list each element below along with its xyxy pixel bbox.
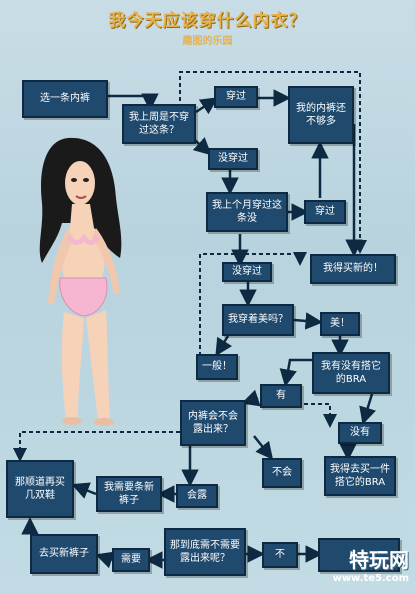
woman-illustration — [39, 137, 122, 426]
page-title: 我今天应该穿什么内衣？ — [108, 11, 307, 31]
node-no: 没有 — [338, 422, 382, 444]
node-beautiful: 美！ — [320, 312, 360, 336]
node-buy-pants: 去买新裤子 — [30, 534, 98, 574]
node-will-not: 不会 — [262, 458, 302, 488]
watermark-url: www.te5.com — [332, 573, 409, 584]
node-buy-shoes: 那顺道再买几双鞋 — [6, 460, 74, 518]
node-no2: 不 — [262, 542, 298, 568]
node-show-panties: 内裤会不会露出来？ — [180, 400, 246, 446]
node-need-new-pants: 我需要条新裤子 — [96, 476, 162, 512]
watermark-logo: 特玩网 — [349, 548, 409, 572]
node-enough-panties: 我的内裤还不够多 — [288, 86, 354, 144]
node-worn-last-month: 我上个月穿过这条没 — [206, 192, 288, 232]
node-look-good: 我穿着美吗？ — [222, 304, 294, 336]
node-not-worn: 没穿过 — [208, 148, 258, 170]
watermark: 特玩网 www.te5.com — [333, 544, 409, 584]
node-worn2: 穿过 — [304, 200, 346, 224]
node-final — [318, 538, 400, 572]
node-will-show: 会露 — [176, 484, 218, 508]
node-not-worn2: 没穿过 — [222, 262, 272, 282]
node-have: 有 — [260, 384, 302, 408]
node-worn-last-week: 我上周是不穿过这条？ — [122, 104, 196, 144]
page-subtitle: 趣图的乐园 — [182, 36, 233, 47]
node-need-to-show: 那到底需不需要露出来呢？ — [164, 528, 246, 576]
node-buy-bra: 我得去买一件搭它的BRA — [324, 456, 396, 496]
node-need: 需要 — [112, 548, 150, 572]
node-pick-one: 选一条内裤 — [22, 80, 108, 118]
node-matching-bra: 我有没有搭它的BRA — [312, 352, 390, 394]
node-worn: 穿过 — [214, 86, 258, 108]
node-average: 一般！ — [196, 354, 238, 380]
node-need-new: 我得买新的！ — [310, 254, 396, 284]
